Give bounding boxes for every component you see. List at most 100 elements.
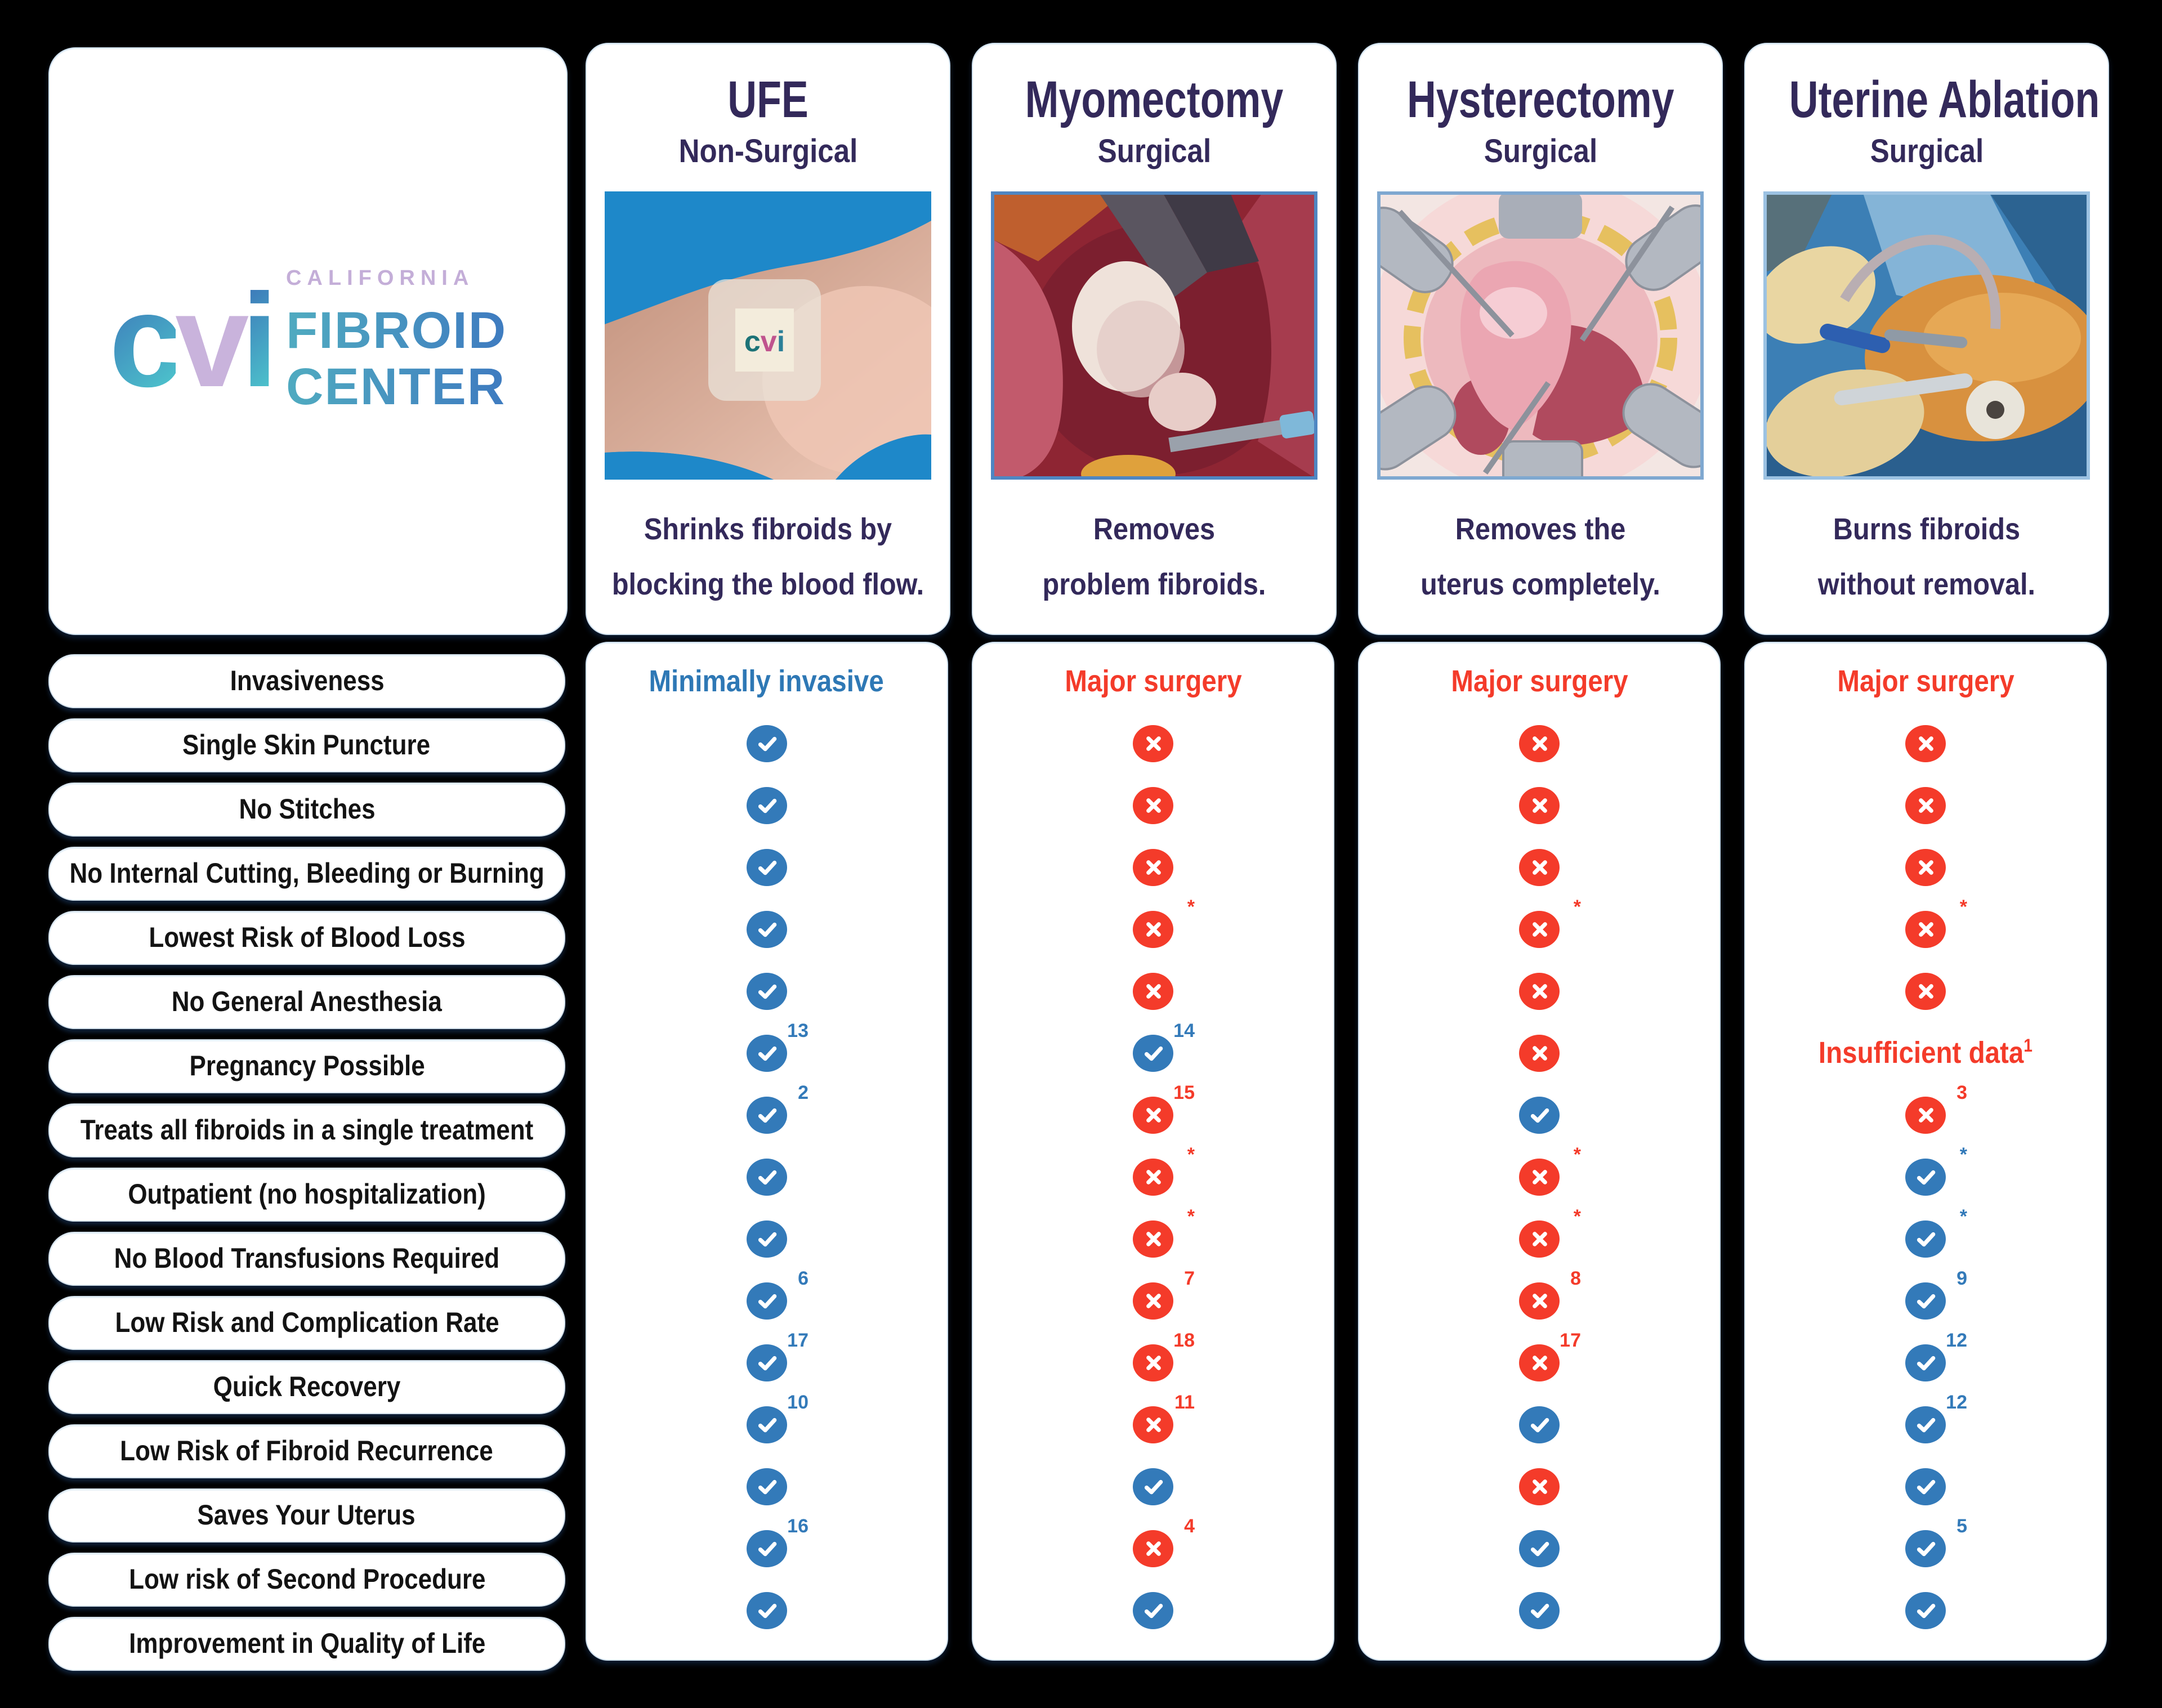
criteria-row-label: Single Skin Puncture [182,729,431,761]
matrix-cell [587,1151,947,1202]
matrix-cell: * [1359,896,1719,955]
criteria-row-label: No Internal Cutting, Bleeding or Burning [69,857,544,889]
check-icon: * [1905,1205,1967,1257]
matrix-cell [1745,965,2106,1017]
check-icon: 14 [1133,1020,1195,1071]
ufe-title: UFE [727,70,808,128]
check-icon [747,910,787,947]
logo-letter-v: v [175,267,249,415]
ufe-results-panel: Minimally invasive 13 2 6 17 10 16 [586,642,948,1661]
criteria-row-pill: Low risk of Second Procedure [48,1553,565,1607]
check-icon [747,1468,787,1505]
footnote-superscript: 12 [1946,1329,1967,1351]
cell-text-value: Major surgery [1450,664,1628,697]
matrix-cell: Minimally invasive [587,655,947,707]
ufe-procedure-photo: cvi [605,191,931,480]
criteria-row-label: Pregnancy Possible [189,1050,425,1081]
matrix-cell: * [1359,1143,1719,1202]
matrix-cell: 17 [587,1329,947,1388]
matrix-cell [587,965,947,1017]
criteria-row-pill: No Blood Transfusions Required [48,1232,565,1286]
check-icon [747,786,787,824]
cell-text-value: Insufficient data1 [1818,1035,2033,1069]
matrix-cell: 13 [587,1020,947,1079]
ablation-title: Uterine Ablation [1789,70,2100,128]
cross-icon [1905,725,1946,762]
ufe-header-card: UFE Non-Surgical cvi Shrinks fibroids by… [586,43,950,635]
matrix-cell: 12 [1745,1329,2106,1388]
check-icon: 9 [1905,1267,1967,1319]
footnote-superscript: 17 [1560,1329,1581,1351]
check-icon: 16 [747,1515,808,1567]
criteria-row-pill: No General Anesthesia [48,975,565,1029]
matrix-cell: 10 [587,1391,947,1450]
hysterectomy-procedure-illustration [1377,191,1704,480]
footnote-superscript: 18 [1173,1329,1195,1351]
check-icon: 5 [1905,1515,1967,1567]
check-icon [1519,1591,1560,1629]
footnote-superscript: 2 [798,1081,808,1103]
cross-icon: 7 [1133,1267,1195,1319]
matrix-cell [973,779,1333,831]
matrix-cell: * [1745,1205,2106,1264]
cross-icon [1133,786,1173,824]
criteria-row-pill: Single Skin Puncture [48,718,565,772]
check-icon [747,848,787,886]
footnote-superscript: 16 [787,1515,808,1536]
criteria-row-label: Low risk of Second Procedure [128,1563,485,1595]
footnote-superscript: 11 [1174,1391,1195,1412]
check-icon [747,725,787,762]
check-icon: 12 [1905,1329,1967,1381]
cross-icon [1905,786,1946,824]
criteria-row-pill: Pregnancy Possible [48,1039,565,1093]
cross-icon [1133,972,1173,1009]
check-icon [747,1220,787,1257]
matrix-cell: 18 [973,1329,1333,1388]
check-icon [1133,1468,1173,1505]
footnote-superscript: 17 [787,1329,808,1351]
myomectomy-subtitle: Surgical [1097,134,1211,170]
criteria-row-label: Low Risk of Fibroid Recurrence [120,1435,494,1466]
criteria-row-label: Saves Your Uterus [198,1499,416,1531]
cross-icon [1519,786,1560,824]
matrix-cell: Insufficient data1 [1745,1027,2106,1079]
criteria-row-label: Treats all fibroids in a single treatmen… [80,1114,534,1146]
check-icon: * [1905,1143,1967,1195]
check-icon [747,1591,787,1629]
hysterectomy-description: Removes the uterus completely. [1421,512,1660,601]
cross-icon [1519,1468,1560,1505]
matrix-cell [973,717,1333,769]
matrix-cell: 11 [973,1391,1333,1450]
footnote-superscript: 15 [1173,1081,1195,1103]
matrix-cell [1359,1584,1719,1636]
footnote-superscript: * [1959,1143,1967,1165]
cross-icon: * [1133,896,1195,947]
ablation-description: Burns fibroids without removal. [1817,512,2036,601]
matrix-cell: 16 [587,1515,947,1574]
footnote-superscript: * [1959,896,1967,917]
matrix-cell [1359,1027,1719,1079]
matrix-cell: 4 [973,1515,1333,1574]
matrix-cell: 2 [587,1081,947,1141]
matrix-cell [973,1584,1333,1636]
matrix-cell [1359,1398,1719,1450]
matrix-cell [1745,1460,2106,1512]
matrix-cell [1359,841,1719,893]
check-icon: 6 [747,1267,808,1319]
cell-text-value: Major surgery [1064,664,1242,697]
matrix-cell: * [1745,896,2106,955]
check-icon: 13 [747,1020,808,1071]
logo-letter-c: c [109,267,183,415]
matrix-cell [1359,779,1719,831]
ablation-subtitle: Surgical [1870,134,1984,170]
matrix-cell: * [973,1143,1333,1202]
criteria-row-pill: Lowest Risk of Blood Loss [48,911,565,965]
matrix-cell [587,1584,947,1636]
hysterectomy-subtitle: Surgical [1484,134,1597,170]
footnote-superscript: * [1573,1143,1581,1165]
check-icon: 2 [747,1081,808,1133]
logo-center-label: CENTER [285,357,506,415]
